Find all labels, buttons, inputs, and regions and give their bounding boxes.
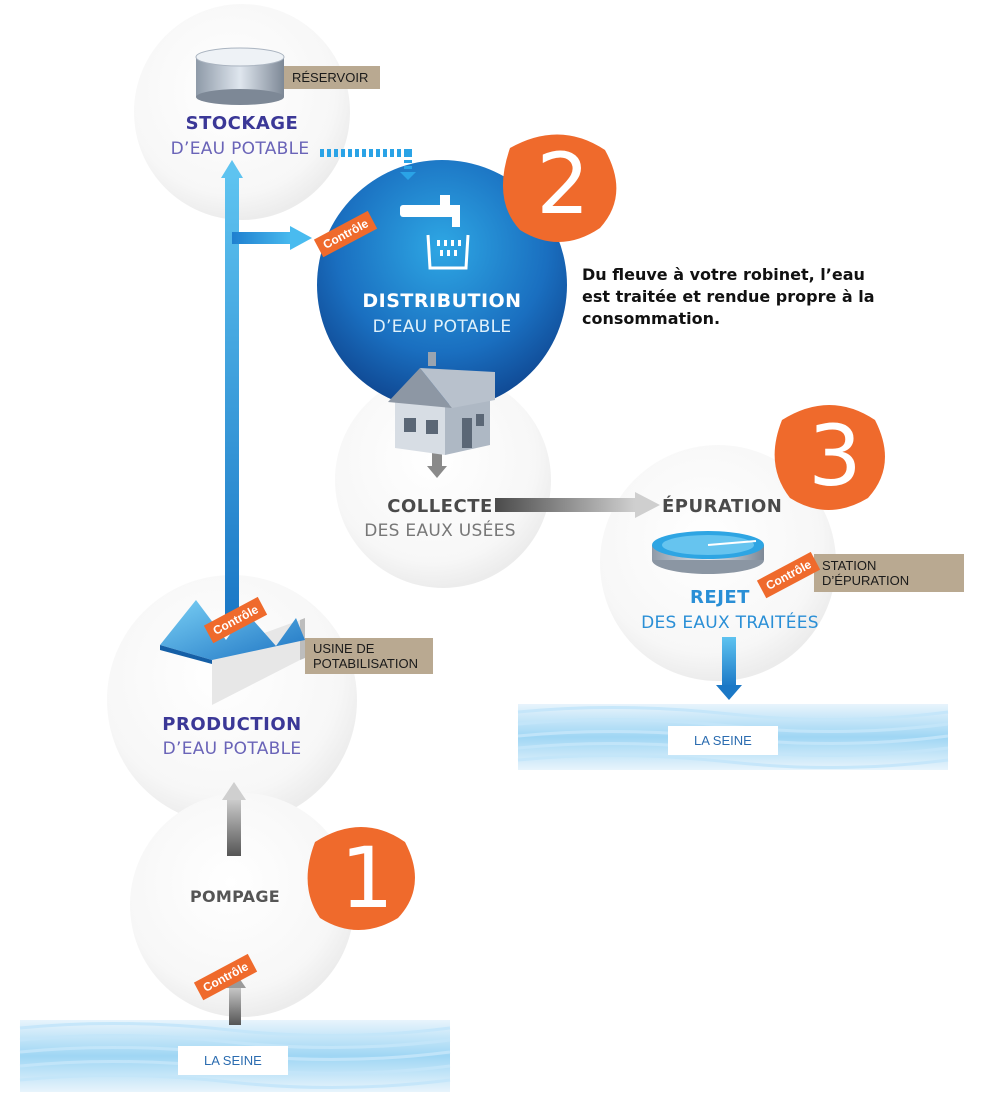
rejet-title: REJET (690, 587, 750, 608)
stockage-subtitle: D’EAU POTABLE (170, 139, 310, 159)
usine-tag: USINE DE POTABILISATION (305, 638, 433, 674)
pipe-to-stockage (221, 160, 312, 615)
reservoir-tag: RÉSERVOIR (284, 66, 380, 89)
arrow-collecte-epuration (495, 492, 660, 518)
stockage-title: STOCKAGE (185, 113, 299, 134)
step-1-number: 1 (340, 829, 394, 927)
dotted-pipe (320, 149, 416, 180)
house-icon (388, 352, 495, 455)
rejet-subtitle: DES EAUX TRAITÉES (641, 613, 819, 633)
station-epuration-tag: STATION D’ÉPURATION (814, 554, 964, 592)
distribution-subtitle: D’EAU POTABLE (372, 317, 512, 337)
epuration-title: ÉPURATION (662, 496, 783, 517)
usine-tag-line2: POTABILISATION (313, 656, 418, 671)
factory-icon (160, 600, 305, 705)
collecte-subtitle: DES EAUX USÉES (364, 521, 516, 541)
river-label-right: LA SEINE (668, 726, 778, 755)
caption-text: Du fleuve à votre robinet, l’eau est tra… (582, 265, 875, 328)
production-title: PRODUCTION (162, 714, 302, 735)
arrow-pompage-production (222, 782, 246, 856)
usine-tag-line1: USINE DE (313, 641, 375, 656)
distribution-title: DISTRIBUTION (362, 290, 522, 312)
production-subtitle: D’EAU POTABLE (162, 739, 302, 759)
step-2-marker (502, 134, 617, 243)
collecte-title: COLLECTE (387, 496, 493, 517)
stockage-circle (134, 4, 350, 220)
treatment-basin-icon (652, 531, 764, 574)
collecte-circle (335, 372, 551, 588)
step-3-number: 3 (808, 407, 862, 505)
pompage-circle (130, 793, 354, 1017)
step-2-number: 2 (536, 135, 590, 233)
pompage-title: POMPAGE (189, 887, 281, 906)
step-3-marker (774, 405, 885, 510)
distribution-circle (317, 160, 567, 410)
arrow-house-collecte (427, 452, 447, 478)
reservoir-tank-icon (195, 47, 285, 105)
faucet-icon (400, 195, 470, 270)
arrow-rejet-seine (716, 637, 742, 700)
step-1-marker (307, 827, 415, 930)
river-label-left: LA SEINE (178, 1046, 288, 1075)
